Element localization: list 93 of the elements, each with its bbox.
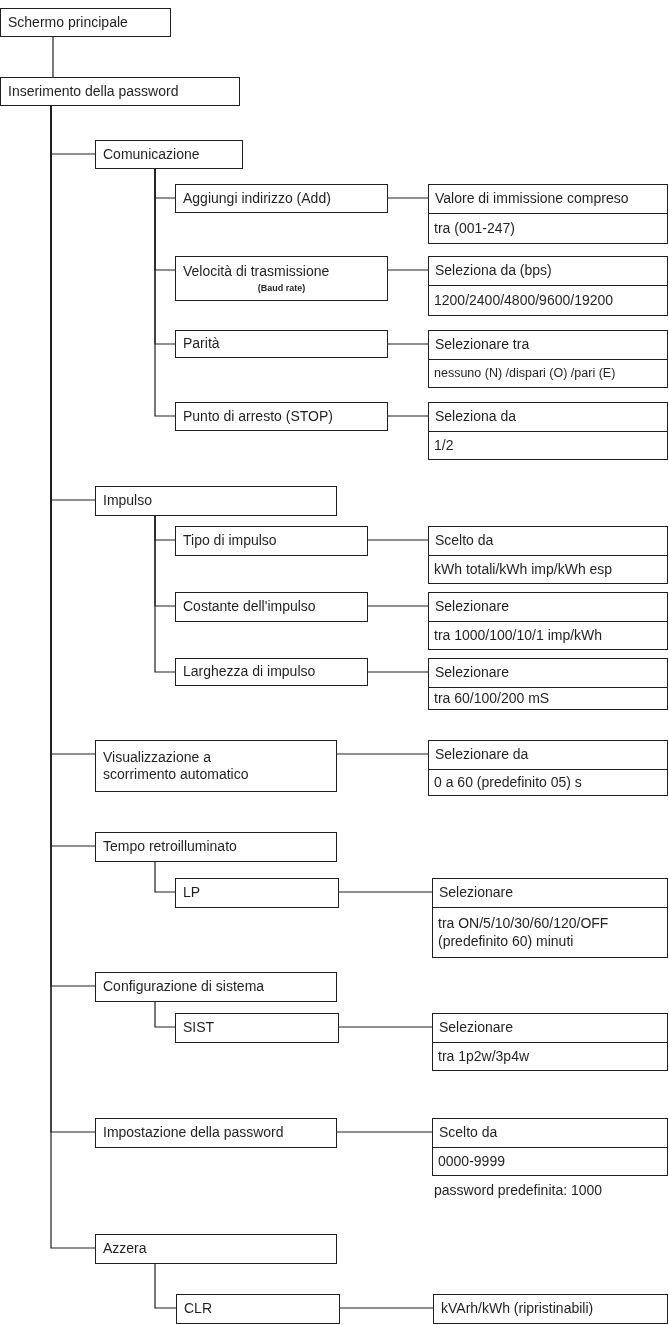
menu-box — [175, 402, 388, 431]
option-box — [428, 592, 668, 650]
menu-label: Tempo retroilluminato — [103, 838, 238, 856]
option-heading: Selezionare tra — [434, 335, 531, 355]
menu-label: SIST — [183, 1019, 216, 1037]
option-values: kWh totali/kWh imp/kWh esp — [429, 555, 667, 583]
option-heading: Scelto da — [438, 1123, 499, 1143]
option-values: tra 60/100/200 mS — [429, 687, 667, 709]
menu-box — [95, 1234, 337, 1264]
menu-label: CLR — [184, 1300, 213, 1318]
menu-label: Inserimento della password — [8, 82, 180, 101]
connector-line — [154, 861, 176, 893]
connector-line — [387, 415, 429, 417]
option-values: tra 1000/100/10/1 imp/kWh — [429, 621, 667, 649]
menu-label: Impostazione della password — [103, 1124, 285, 1142]
option-values: 0 a 60 (predefinito 05) s — [429, 769, 667, 795]
menu-label: LP — [183, 884, 202, 902]
connector-line — [338, 1026, 433, 1028]
option-heading: Seleziona da (bps) — [434, 261, 553, 281]
menu-box — [0, 8, 171, 37]
option-heading: Selezionare — [434, 597, 510, 617]
option-box — [432, 878, 668, 958]
connector-line — [154, 168, 176, 417]
menu-box — [0, 77, 240, 106]
option-heading: Scelto da — [434, 531, 495, 551]
option-heading: Valore di immissione compreso — [434, 189, 630, 209]
connector-line — [154, 1263, 177, 1309]
menu-box — [175, 256, 388, 301]
menu-label: Aggiungi indirizzo (Add) — [183, 189, 332, 208]
menu-box — [95, 740, 337, 792]
menu-box — [175, 1013, 339, 1043]
connector-line — [367, 605, 429, 607]
menu-box — [175, 184, 388, 213]
menu-box — [175, 526, 368, 556]
connector-line — [336, 753, 429, 755]
option-box — [428, 330, 668, 388]
connector-line — [367, 671, 429, 673]
menu-label: Impulso — [103, 492, 154, 510]
menu-label: Comunicazione — [103, 145, 201, 164]
menu-box — [175, 658, 368, 686]
menu-label: Tipo di impulso — [183, 532, 278, 550]
menu-label: Parità — [183, 335, 221, 353]
connector-line — [339, 1307, 434, 1309]
connector-line — [154, 1001, 176, 1028]
option-box — [428, 256, 668, 316]
connector-line — [338, 891, 433, 893]
menu-label: Visualizzazione a scorrimento automatico — [103, 748, 250, 784]
menu-label: Punto di arresto (STOP) — [183, 407, 334, 426]
menu-box — [175, 592, 368, 622]
menu-box — [176, 1294, 340, 1324]
menu-box — [95, 486, 337, 516]
option-heading: Selezionare — [434, 663, 510, 683]
option-heading: Selezionare — [438, 1018, 514, 1038]
option-values: 0000-9999 — [433, 1147, 667, 1175]
menu-sublabel: (Baud rate) — [256, 282, 307, 294]
option-box — [428, 740, 668, 796]
note-text: password predefinita: 1000 — [434, 1182, 603, 1200]
option-box — [428, 184, 668, 244]
option-box — [432, 1013, 668, 1071]
connector-line — [367, 539, 429, 541]
option-box — [428, 402, 668, 460]
option-heading: Selezionare da — [434, 745, 530, 765]
menu-label: Azzera — [103, 1240, 148, 1258]
connector-line — [52, 36, 54, 78]
option-box — [428, 526, 668, 584]
menu-label: Costante dell'impulso — [183, 598, 317, 616]
option-heading: Selezionare — [438, 883, 514, 903]
menu-label: Configurazione di sistema — [103, 978, 266, 996]
connector-line — [387, 269, 429, 271]
option-values: tra ON/5/10/30/60/120/OFF (predefinito 60) minuti — [433, 907, 667, 957]
menu-box — [95, 972, 337, 1002]
option-values: tra 1p2w/3p4w — [433, 1042, 667, 1070]
menu-label: kVArh/kWh (ripristinabili) — [441, 1300, 595, 1318]
connector-line — [336, 1131, 433, 1133]
menu-box — [95, 140, 243, 169]
option-heading: Seleziona da — [434, 407, 517, 427]
option-values: nessuno (N) /dispari (O) /pari (E) — [429, 359, 667, 387]
option-box — [432, 1118, 668, 1176]
menu-label: Larghezza di impulso — [183, 663, 317, 681]
option-values: 1/2 — [429, 431, 667, 459]
option-values: tra (001-247) — [429, 213, 667, 243]
option-box — [428, 658, 668, 710]
connector-line — [387, 197, 429, 199]
menu-box — [433, 1294, 668, 1324]
connector-line — [154, 515, 176, 673]
menu-box — [175, 330, 388, 358]
connector-line — [387, 343, 429, 345]
option-values: 1200/2400/4800/9600/19200 — [429, 285, 667, 315]
menu-label: Velocità di trasmissione — [183, 263, 331, 281]
menu-label: Schermo principale — [8, 13, 129, 32]
menu-box — [175, 878, 339, 908]
menu-box — [95, 1118, 337, 1148]
menu-box — [95, 832, 337, 862]
